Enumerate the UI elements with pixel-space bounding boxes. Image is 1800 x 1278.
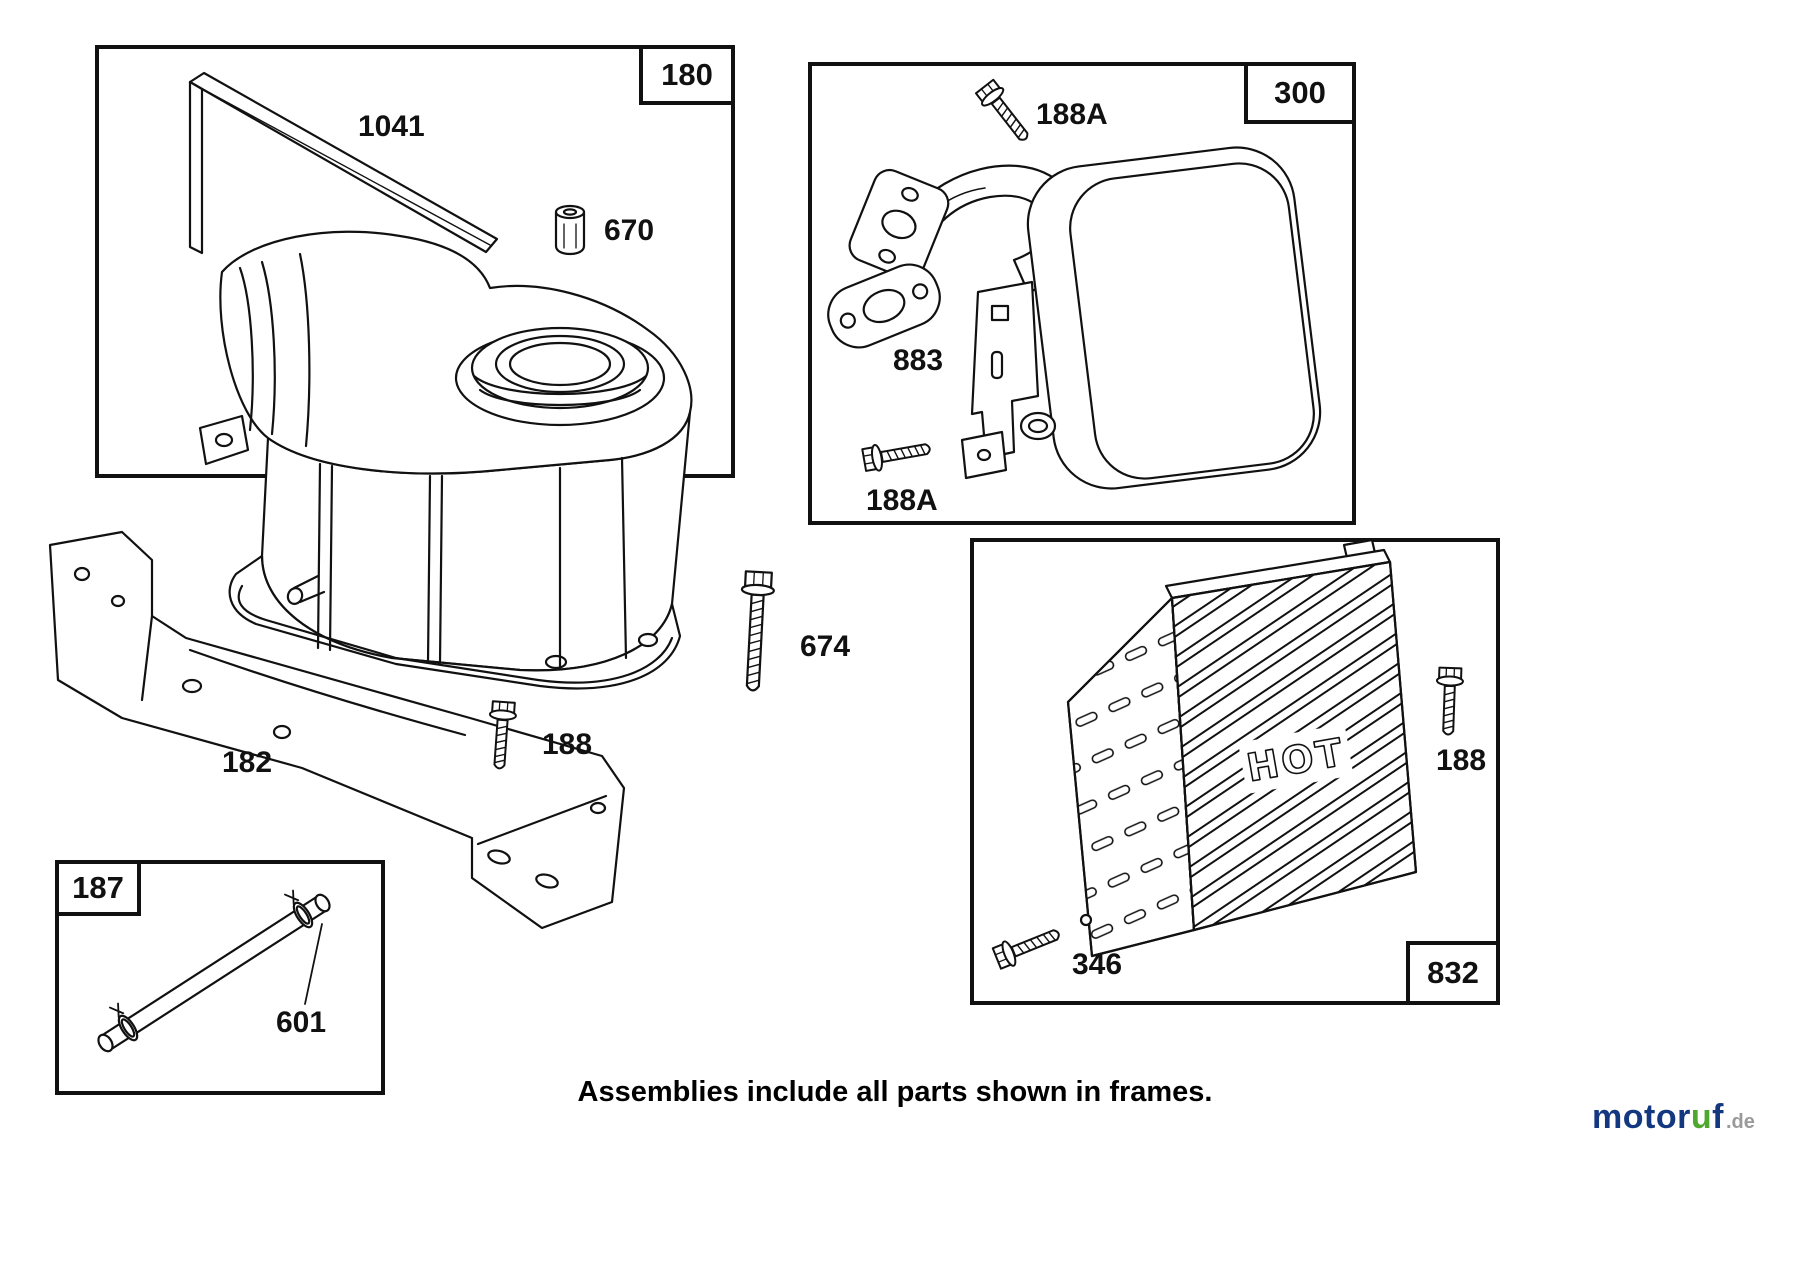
frame-label-180: 180 xyxy=(639,49,731,105)
part-label-188-guard: 188 xyxy=(1436,744,1487,777)
part-pipe-flange xyxy=(848,168,950,280)
part-bolt-188a-top xyxy=(973,77,1037,149)
part-bushing-670 xyxy=(554,204,586,256)
part-fuel-tank xyxy=(198,230,693,690)
watermark-brand-accent: u xyxy=(1690,1098,1713,1136)
part-bolt-188-guard xyxy=(1434,666,1465,737)
watermark-motoruf: motoruf .de xyxy=(1592,1098,1755,1137)
part-label-674: 674 xyxy=(800,630,851,663)
frame-label-300: 300 xyxy=(1244,66,1352,124)
part-label-188-tank: 188 xyxy=(542,728,593,761)
part-muffler-bracket xyxy=(960,280,1040,480)
frame-fuel-line: 187 xyxy=(55,860,385,1095)
watermark-brand: motoruf xyxy=(1592,1098,1724,1137)
part-label-601: 601 xyxy=(276,1006,327,1039)
part-bolt-188a-bottom xyxy=(860,434,934,474)
part-label-1041: 1041 xyxy=(358,110,425,143)
frame-label-187: 187 xyxy=(59,864,141,916)
part-bolt-346 xyxy=(990,920,1065,972)
frame-muffler-guard: 832 xyxy=(970,538,1500,1005)
frame-label-832: 832 xyxy=(1406,941,1496,1001)
part-bolt-674 xyxy=(740,570,775,692)
part-muffler-body xyxy=(1019,146,1322,490)
watermark-brand-suffix: f xyxy=(1712,1098,1724,1136)
part-handle-1041 xyxy=(188,71,499,255)
assemblies-caption: Assemblies include all parts shown in fr… xyxy=(577,1076,1213,1108)
part-gasket-883 xyxy=(827,263,941,349)
part-fuel-line-601 xyxy=(97,889,331,1053)
muffler-assembly-art xyxy=(827,77,1322,490)
part-label-346: 346 xyxy=(1072,948,1123,981)
part-muffler-guard: HOT xyxy=(1066,538,1418,958)
watermark-domain: .de xyxy=(1725,1111,1755,1133)
part-label-188a-top: 188A xyxy=(1036,98,1108,131)
part-bracket-182 xyxy=(48,530,626,930)
part-label-883: 883 xyxy=(893,344,944,377)
part-label-182: 182 xyxy=(222,746,273,779)
frame-muffler: 300 xyxy=(808,62,1356,525)
watermark-brand-prefix: motor xyxy=(1592,1098,1691,1136)
part-label-670: 670 xyxy=(604,214,655,247)
part-label-188a-bottom: 188A xyxy=(866,484,938,517)
